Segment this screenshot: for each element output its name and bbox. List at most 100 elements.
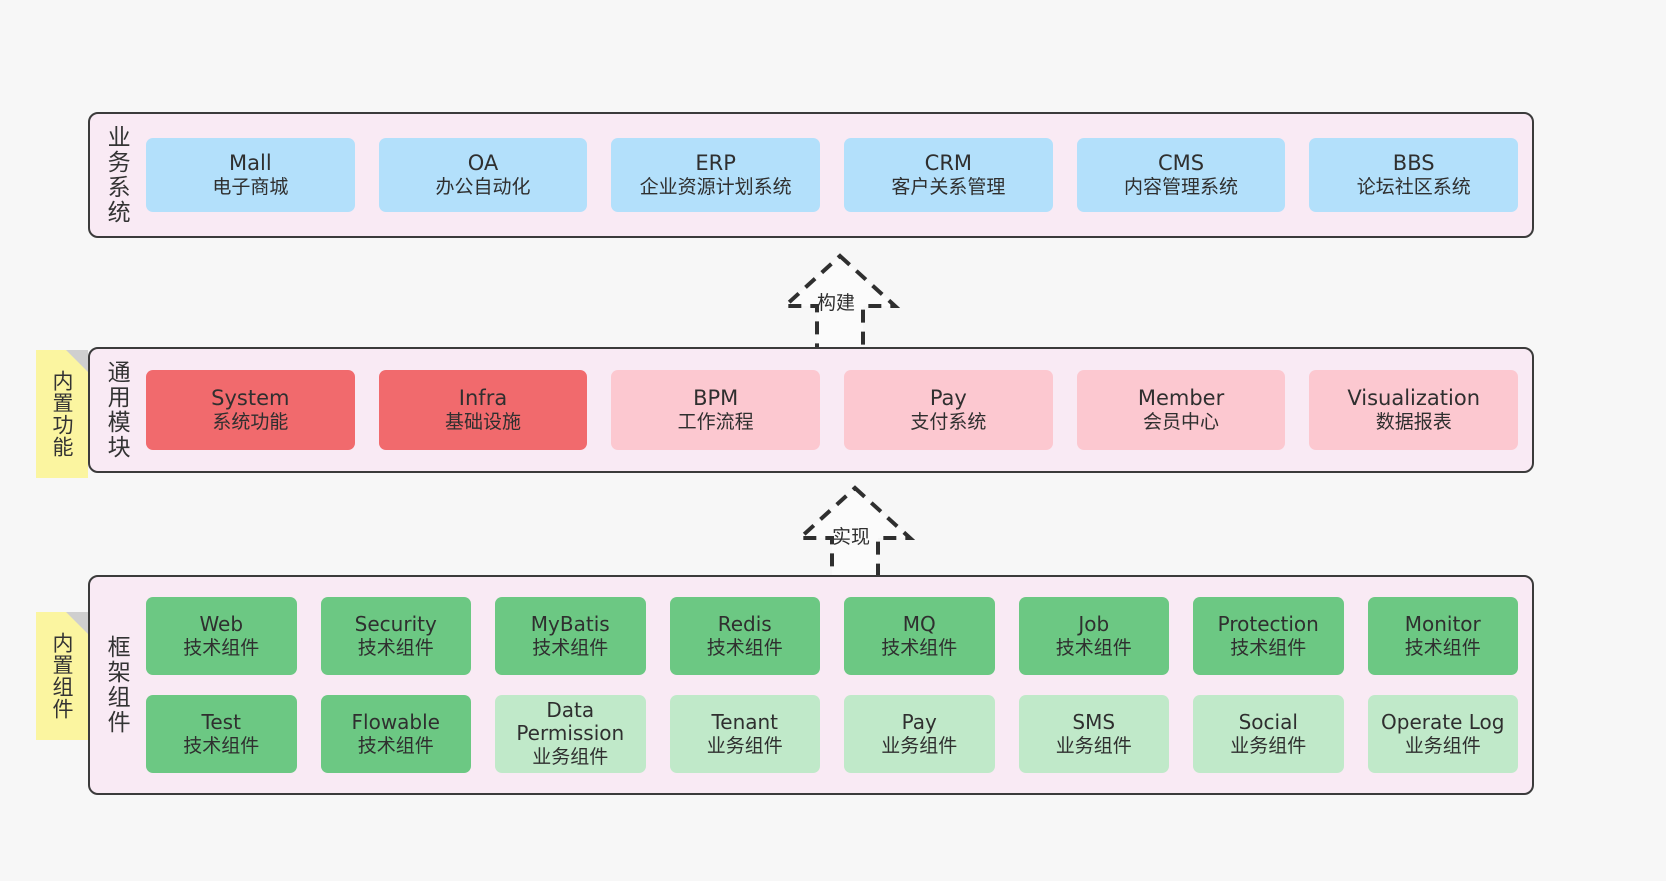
sticky-note-builtin-function: 内置功能 — [36, 350, 88, 478]
card-subtitle: 内容管理系统 — [1124, 176, 1239, 199]
card-subtitle: 技术组件 — [881, 636, 958, 659]
card-subtitle: 工作流程 — [677, 411, 754, 434]
card-bbs[interactable]: BBS 论坛社区系统 — [1309, 138, 1519, 212]
card-title: Pay — [901, 710, 937, 735]
card-title: Data Permission — [516, 697, 625, 746]
card-tenant[interactable]: Tenant 业务组件 — [669, 695, 820, 773]
card-pay[interactable]: Pay 支付系统 — [844, 370, 1053, 450]
card-subtitle: 办公自动化 — [435, 176, 531, 199]
card-title: Pay — [929, 385, 967, 410]
card-title: Flowable — [351, 710, 440, 735]
card-member[interactable]: Member 会员中心 — [1076, 370, 1286, 450]
business-card-row: Mall 电子商城 OA 办公自动化 ERP 企业资源计划系统 CRM 客户关系… — [146, 138, 1519, 212]
card-infra[interactable]: Infra 基础设施 — [378, 370, 588, 450]
sticky-note-builtin-component: 内置组件 — [36, 612, 88, 740]
layer-framework-components: 框架组件 Web 技术组件 Security 技术组件 MyBatis 技术组件… — [88, 575, 1534, 795]
layer-body-business: Mall 电子商城 OA 办公自动化 ERP 企业资源计划系统 CRM 客户关系… — [142, 114, 1532, 236]
card-title: Redis — [717, 612, 772, 637]
sticky-note-label: 内置组件 — [50, 632, 75, 720]
card-subtitle: 系统功能 — [212, 411, 289, 434]
card-title: Member — [1137, 385, 1225, 410]
card-title: System — [211, 385, 290, 410]
card-title: BPM — [693, 385, 739, 410]
card-subtitle: 支付系统 — [910, 411, 987, 434]
card-mall[interactable]: Mall 电子商城 — [146, 138, 355, 212]
card-mybatis[interactable]: MyBatis 技术组件 — [495, 597, 646, 675]
card-protection[interactable]: Protection 技术组件 — [1193, 597, 1344, 675]
card-visualization[interactable]: Visualization 数据报表 — [1309, 370, 1519, 450]
card-pay-component[interactable]: Pay 业务组件 — [844, 695, 995, 773]
card-title: MyBatis — [530, 612, 610, 637]
framework-card-row-2: Test 技术组件 Flowable 技术组件 Data Permission … — [146, 695, 1518, 773]
card-subtitle: 论坛社区系统 — [1356, 176, 1471, 199]
card-title: MQ — [902, 612, 936, 637]
card-erp[interactable]: ERP 企业资源计划系统 — [611, 138, 821, 212]
modules-card-row: System 系统功能 Infra 基础设施 BPM 工作流程 Pay 支付系统… — [146, 370, 1519, 450]
card-data-permission[interactable]: Data Permission 业务组件 — [495, 695, 646, 773]
card-title: BBS — [1392, 150, 1435, 175]
arrow-implement-label: 实现 — [832, 526, 871, 548]
card-subtitle: 技术组件 — [1404, 636, 1481, 659]
card-title: Mall — [229, 150, 272, 175]
card-subtitle: 客户关系管理 — [891, 176, 1006, 199]
card-crm[interactable]: CRM 客户关系管理 — [844, 138, 1053, 212]
card-subtitle: 业务组件 — [1055, 734, 1132, 757]
card-bpm[interactable]: BPM 工作流程 — [611, 370, 821, 450]
card-subtitle: 业务组件 — [881, 734, 958, 757]
card-subtitle: 业务组件 — [532, 746, 609, 769]
card-sms[interactable]: SMS 业务组件 — [1018, 695, 1169, 773]
card-title: Operate Log — [1381, 710, 1505, 735]
card-subtitle: 技术组件 — [1230, 636, 1307, 659]
note-fold-corner-icon — [66, 612, 88, 634]
card-title: Visualization — [1347, 385, 1481, 410]
layer-title-framework: 框架组件 — [103, 635, 130, 735]
card-subtitle: 技术组件 — [183, 734, 260, 757]
card-social[interactable]: Social 业务组件 — [1193, 695, 1344, 773]
card-subtitle: 技术组件 — [532, 636, 609, 659]
card-title: Social — [1238, 710, 1298, 735]
card-subtitle: 业务组件 — [1230, 734, 1307, 757]
card-subtitle: 企业资源计划系统 — [639, 176, 792, 199]
card-subtitle: 技术组件 — [357, 636, 434, 659]
layer-body-framework: Web 技术组件 Security 技术组件 MyBatis 技术组件 Redi… — [142, 577, 1532, 793]
arrow-build: 构建 — [745, 248, 945, 358]
card-title: Monitor — [1404, 612, 1481, 637]
card-subtitle: 电子商城 — [212, 176, 289, 199]
card-subtitle: 业务组件 — [706, 734, 783, 757]
card-subtitle: 基础设施 — [445, 411, 522, 434]
card-title: Job — [1078, 612, 1110, 637]
layer-business-system: 业务系统 Mall 电子商城 OA 办公自动化 ERP 企业资源计划系统 CRM… — [88, 112, 1534, 238]
card-subtitle: 技术组件 — [183, 636, 260, 659]
card-operate-log[interactable]: Operate Log 业务组件 — [1367, 695, 1518, 773]
note-fold-corner-icon — [66, 350, 88, 372]
sticky-note-label: 内置功能 — [50, 370, 75, 458]
card-subtitle: 会员中心 — [1143, 411, 1220, 434]
card-security[interactable]: Security 技术组件 — [320, 597, 471, 675]
layer-title-modules: 通用模块 — [103, 360, 130, 460]
card-title: SMS — [1072, 710, 1116, 735]
card-monitor[interactable]: Monitor 技术组件 — [1367, 597, 1518, 675]
framework-card-row-1: Web 技术组件 Security 技术组件 MyBatis 技术组件 Redi… — [146, 597, 1518, 675]
card-test[interactable]: Test 技术组件 — [146, 695, 297, 773]
card-job[interactable]: Job 技术组件 — [1018, 597, 1169, 675]
card-oa[interactable]: OA 办公自动化 — [378, 138, 588, 212]
layer-title-business: 业务系统 — [103, 125, 130, 225]
card-web[interactable]: Web 技术组件 — [146, 597, 297, 675]
card-subtitle: 技术组件 — [357, 734, 434, 757]
card-system[interactable]: System 系统功能 — [146, 370, 355, 450]
card-subtitle: 数据报表 — [1375, 411, 1452, 434]
card-redis[interactable]: Redis 技术组件 — [669, 597, 820, 675]
card-title: OA — [467, 150, 499, 175]
card-title: Infra — [458, 385, 508, 410]
card-mq[interactable]: MQ 技术组件 — [844, 597, 995, 675]
card-title: CMS — [1157, 150, 1205, 175]
card-flowable[interactable]: Flowable 技术组件 — [320, 695, 471, 773]
card-title: Protection — [1217, 612, 1319, 637]
layer-common-modules: 通用模块 System 系统功能 Infra 基础设施 BPM 工作流程 Pay… — [88, 347, 1534, 473]
card-subtitle: 技术组件 — [1055, 636, 1132, 659]
card-title: CRM — [924, 150, 973, 175]
card-cms[interactable]: CMS 内容管理系统 — [1076, 138, 1286, 212]
arrow-build-label: 构建 — [817, 292, 856, 314]
card-title: Web — [199, 612, 244, 637]
